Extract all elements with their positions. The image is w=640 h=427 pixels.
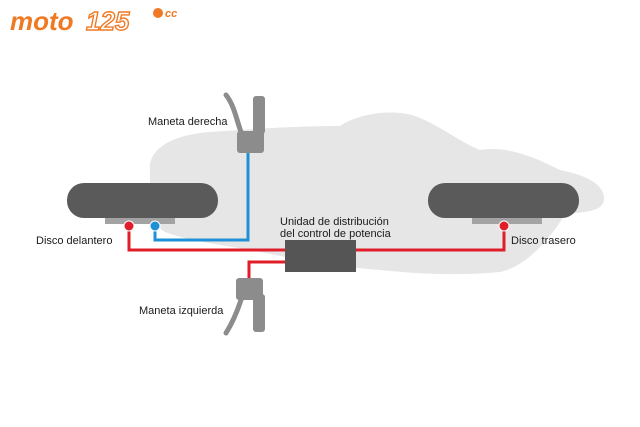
label-maneta-izquierda: Maneta izquierda xyxy=(139,305,224,317)
label-maneta-derecha: Maneta derecha xyxy=(148,116,228,128)
front-wheel xyxy=(67,183,218,224)
logo-suffix: cc xyxy=(165,8,177,20)
right-lever-icon xyxy=(223,92,265,153)
front-disc-caliper xyxy=(105,213,175,224)
front-blue-connector xyxy=(149,220,161,232)
motorcycle-silhouette xyxy=(149,112,605,275)
control-unit-box xyxy=(285,240,356,272)
logo: moto 125 cc xyxy=(10,5,177,36)
logo-number: 125 xyxy=(86,6,130,36)
label-disco-trasero: Disco trasero xyxy=(511,235,576,247)
front-tyre xyxy=(67,183,218,218)
rear-disc-caliper xyxy=(472,213,542,224)
logo-dot xyxy=(153,8,163,18)
rear-red-connector xyxy=(498,220,510,232)
front-brake-line xyxy=(153,152,250,242)
combined-line-rear xyxy=(356,226,506,252)
combined-line-front xyxy=(127,226,285,252)
left-lever-line xyxy=(247,260,285,280)
label-unidad-line1: Unidad de distribución xyxy=(280,216,389,228)
left-lever-icon xyxy=(223,278,265,336)
rear-wheel xyxy=(428,183,579,224)
label-disco-delantero: Disco delantero xyxy=(36,235,112,247)
logo-brand: moto xyxy=(10,6,74,36)
rear-tyre xyxy=(428,183,579,218)
front-red-connector xyxy=(123,220,135,232)
label-unidad-line2: del control de potencia xyxy=(280,228,392,240)
